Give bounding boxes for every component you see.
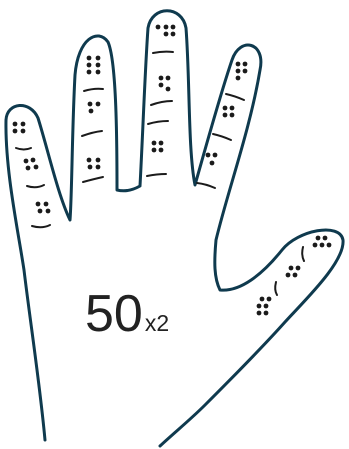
quantity-multiplier: x2 (145, 310, 169, 336)
finger-3-marks (152, 25, 176, 153)
thumb-marks (257, 236, 332, 316)
finger-3-creases (147, 52, 173, 176)
hand-outline (6, 11, 343, 446)
quantity-number: 50 (85, 285, 143, 343)
finger-1-marks (13, 122, 51, 214)
finger-2-marks (87, 56, 101, 170)
quantity-label: 50x2 (85, 288, 169, 340)
finger-4-creases (197, 94, 244, 188)
